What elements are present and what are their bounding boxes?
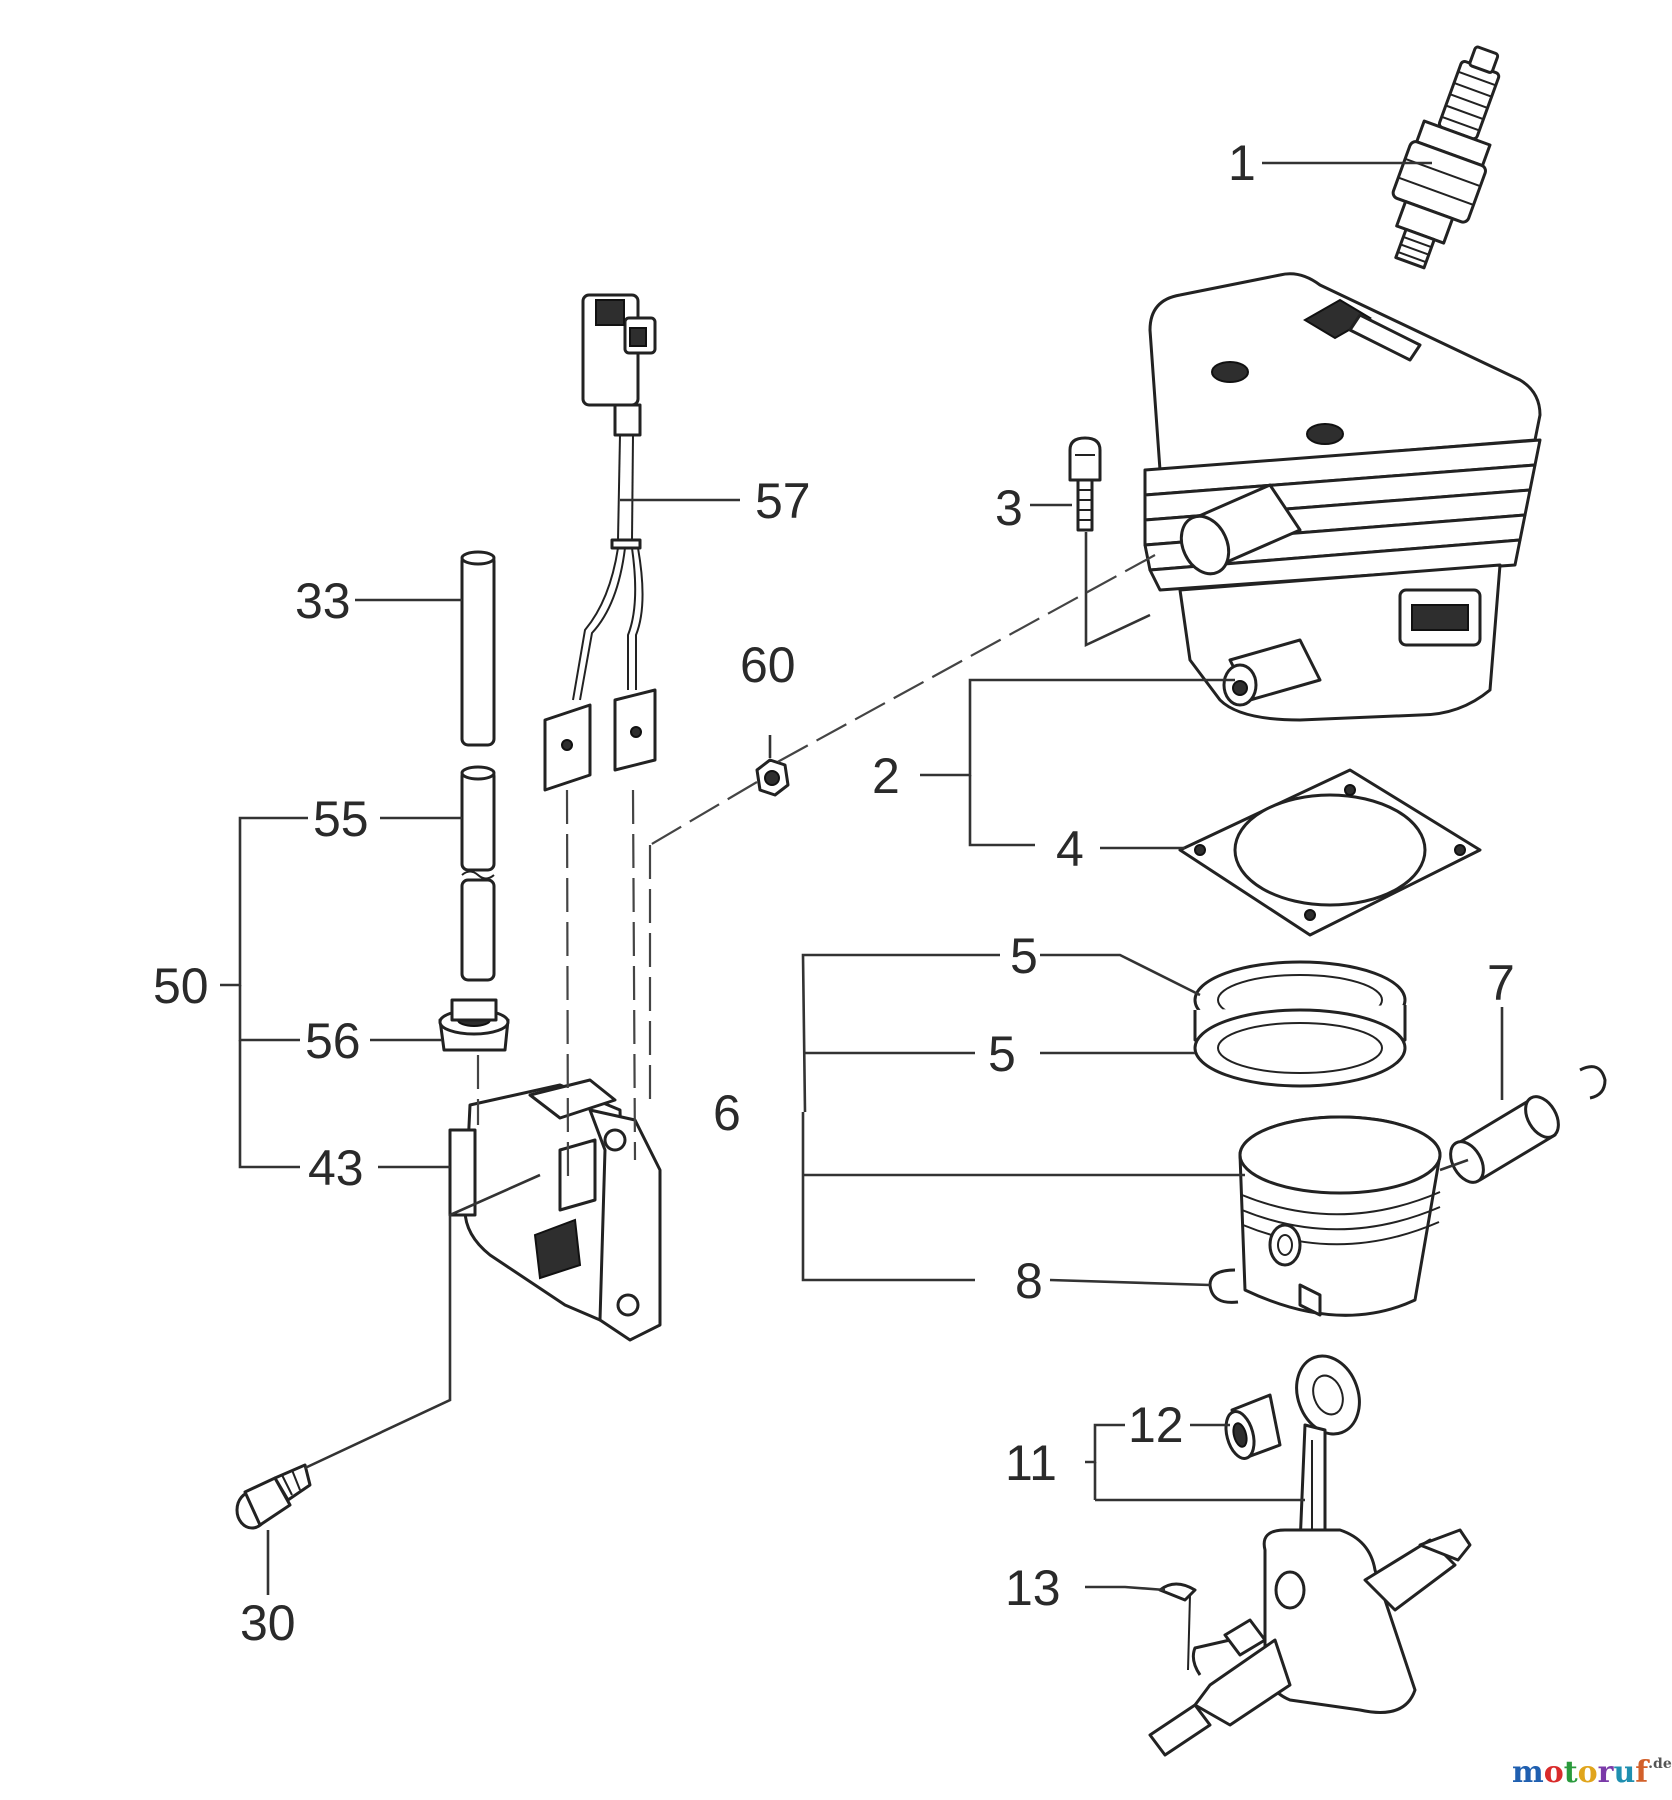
label-12: 12 (1128, 1397, 1184, 1453)
label-2: 2 (872, 748, 900, 804)
wm-o2: o (1578, 1755, 1598, 1790)
gasket-part (1178, 768, 1482, 937)
watermark-logo: motoruf.de (1512, 1755, 1672, 1790)
label-55: 55 (313, 791, 369, 847)
label-13: 13 (1005, 1560, 1061, 1616)
label-4: 4 (1056, 821, 1084, 877)
circlip-part (1208, 1268, 1239, 1304)
wm-u: u (1613, 1755, 1635, 1790)
piston-pin-part (1449, 1065, 1607, 1184)
bolt-part (1068, 436, 1102, 532)
piston-part (1238, 1115, 1442, 1317)
label-1: 1 (1228, 135, 1256, 191)
tube-part (460, 550, 496, 747)
wire-harness-part (543, 293, 657, 792)
label-8: 8 (1015, 1253, 1043, 1309)
wm-tld: .de (1648, 1756, 1672, 1772)
label-5-top: 5 (1010, 928, 1038, 984)
wm-t: t (1564, 1755, 1578, 1790)
label-5-bottom: 5 (988, 1026, 1016, 1082)
ignition-coil-part (448, 1078, 662, 1342)
wm-r: r (1598, 1755, 1615, 1790)
needle-bearing-part (1224, 1393, 1282, 1460)
label-6: 6 (713, 1085, 741, 1141)
label-3: 3 (995, 480, 1023, 536)
label-33: 33 (295, 573, 351, 629)
label-50: 50 (153, 958, 209, 1014)
cylinder-part (1143, 272, 1542, 722)
label-43: 43 (308, 1140, 364, 1196)
label-57: 57 (755, 473, 811, 529)
label-56: 56 (305, 1013, 361, 1069)
label-11: 11 (1005, 1435, 1057, 1491)
piston-rings-part (1193, 960, 1407, 1088)
label-60: 60 (740, 637, 796, 693)
wm-o1: o (1544, 1755, 1564, 1790)
spark-plug-part (1391, 45, 1501, 270)
nut-part (755, 758, 790, 797)
label-30: 30 (240, 1595, 296, 1651)
wm-f: f (1635, 1755, 1650, 1790)
screw-part (235, 1463, 312, 1530)
leader-lines (220, 161, 1504, 1671)
part-labels: 1 57 3 33 60 2 55 4 50 5 5 56 7 6 43 8 1… (153, 135, 1515, 1651)
label-7: 7 (1487, 955, 1515, 1011)
crankshaft-part (1148, 1354, 1472, 1757)
grommet-part (438, 998, 510, 1052)
wm-m: m (1512, 1755, 1544, 1790)
tube-part-55 (460, 765, 496, 982)
woodruff-key-part (1158, 1582, 1197, 1602)
